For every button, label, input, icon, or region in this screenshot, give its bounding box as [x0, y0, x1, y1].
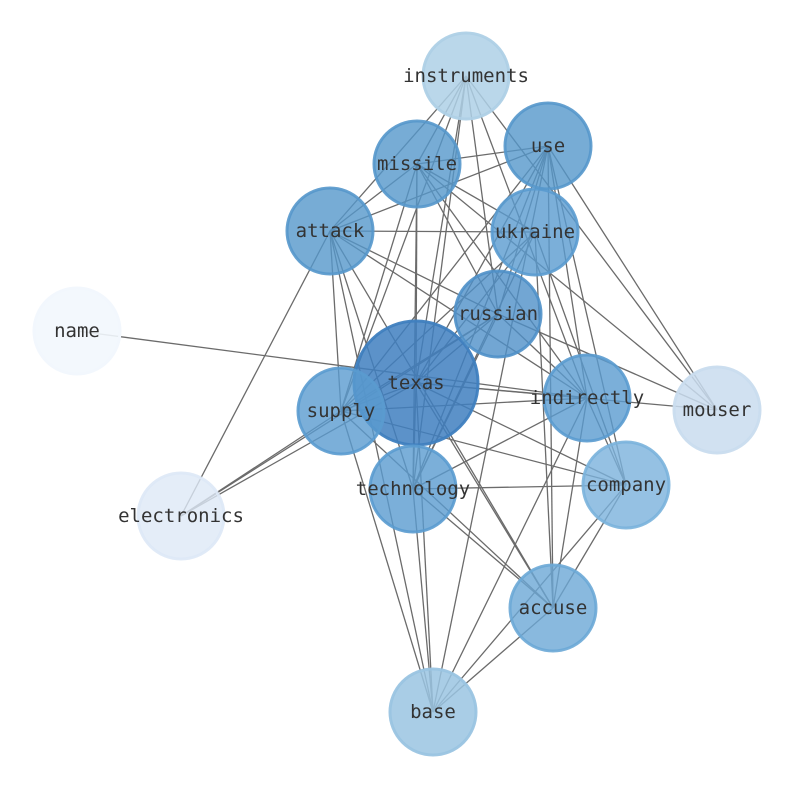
node-missile: missile	[372, 119, 462, 209]
edge-supply-base	[340, 410, 434, 713]
node-label-accuse: accuse	[519, 597, 588, 619]
node-circle-instruments	[421, 31, 511, 121]
node-ukraine: ukraine	[490, 187, 580, 277]
node-label-technology: technology	[356, 478, 470, 500]
node-mouser: mouser	[672, 365, 762, 455]
node-circle-missile	[372, 119, 462, 209]
edge-use-mouser	[547, 145, 718, 411]
node-russian: russian	[453, 269, 543, 359]
node-circle-russian	[453, 269, 543, 359]
node-label-name: name	[54, 320, 100, 342]
node-label-base: base	[410, 701, 456, 723]
node-label-missile: missile	[377, 153, 457, 175]
edge-missile-mouser	[416, 163, 718, 411]
node-circle-use	[503, 101, 593, 191]
node-circle-mouser	[672, 365, 762, 455]
node-circle-indirectly	[542, 353, 632, 443]
node-label-electronics: electronics	[118, 505, 244, 527]
edge-indirectly-base	[432, 397, 588, 713]
node-label-ukraine: ukraine	[495, 221, 575, 243]
node-use: use	[503, 101, 593, 191]
node-electronics: electronics	[118, 471, 244, 561]
node-circle-name	[32, 286, 122, 376]
node-company: company	[581, 440, 671, 530]
node-label-instruments: instruments	[403, 65, 529, 87]
node-circle-electronics	[136, 471, 226, 561]
node-circle-ukraine	[490, 187, 580, 277]
node-supply: supply	[296, 366, 386, 456]
node-label-mouser: mouser	[683, 399, 752, 421]
node-base: base	[388, 667, 478, 757]
node-technology: technology	[356, 444, 470, 534]
node-name: name	[32, 286, 122, 376]
node-circle-base	[388, 667, 478, 757]
node-circle-supply	[296, 366, 386, 456]
node-layer: texas russian ukraine use missile attack indir…	[32, 31, 762, 757]
node-attack: attack	[285, 186, 375, 276]
node-instruments: instruments	[403, 31, 529, 121]
node-circle-company	[581, 440, 671, 530]
node-label-russian: russian	[458, 303, 538, 325]
node-circle-accuse	[508, 563, 598, 653]
node-circle-technology	[368, 444, 458, 534]
node-label-supply: supply	[307, 400, 376, 422]
node-indirectly: indirectly	[530, 353, 644, 443]
node-label-texas: texas	[387, 372, 444, 394]
edge-name-indirectly	[76, 330, 588, 399]
node-accuse: accuse	[508, 563, 598, 653]
edge-electronics-attack	[180, 230, 331, 517]
node-label-use: use	[531, 135, 565, 157]
node-label-company: company	[586, 474, 666, 496]
node-label-attack: attack	[296, 220, 365, 242]
node-label-indirectly: indirectly	[530, 387, 644, 409]
node-circle-attack	[285, 186, 375, 276]
